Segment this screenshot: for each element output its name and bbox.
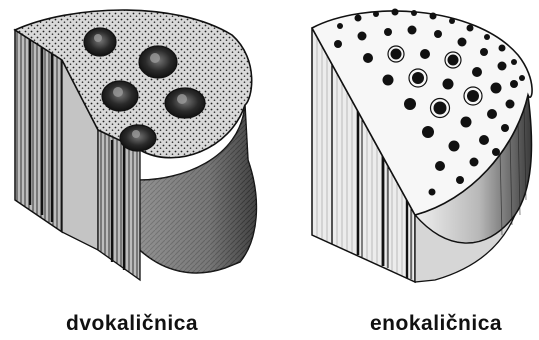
dicot-panel: dvokaličnica [0,0,270,340]
dicot-stem-cross-section [0,0,270,300]
monocot-panel: enokaličnica [270,0,539,340]
dicot-label: dvokaličnica [66,312,198,336]
dicot-cut-face-left [15,30,62,232]
monocot-stem-cross-section [270,0,539,300]
monocot-label: enokaličnica [370,312,502,336]
